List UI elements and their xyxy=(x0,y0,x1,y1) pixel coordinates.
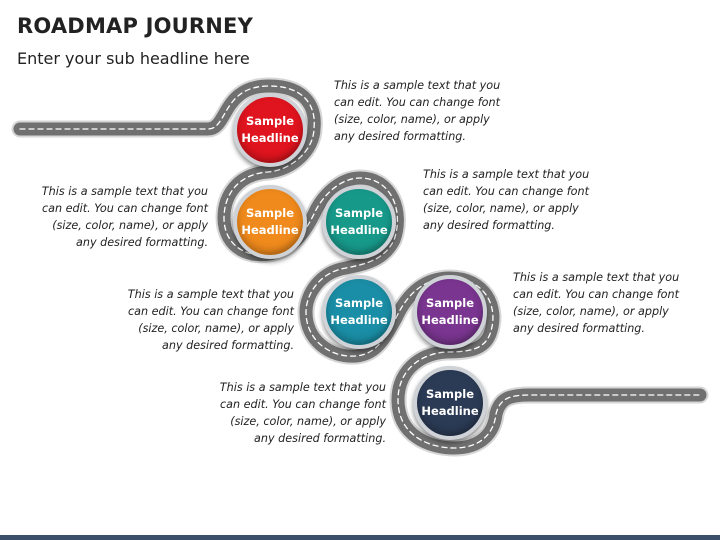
footer-bar xyxy=(0,535,720,540)
milestone-node-3: Sample Headline xyxy=(322,185,396,259)
milestone-label-1: Sample Headline xyxy=(241,114,299,145)
milestone-label-5: Sample Headline xyxy=(421,296,479,327)
milestone-label-4: Sample Headline xyxy=(330,296,388,327)
milestone-text-1: This is a sample text that you can edit.… xyxy=(334,79,501,143)
milestone-text-2: This is a sample text that you can edit.… xyxy=(41,185,208,249)
milestone-node-5: Sample Headline xyxy=(413,275,487,349)
page-title: ROADMAP JOURNEY xyxy=(17,14,254,38)
milestone-label-2: Sample Headline xyxy=(241,206,299,237)
page-subtitle: Enter your sub headline here xyxy=(17,49,250,68)
milestone-text-3: This is a sample text that you can edit.… xyxy=(423,168,590,232)
milestone-node-4: Sample Headline xyxy=(322,275,396,349)
milestone-text-5: This is a sample text that you can edit.… xyxy=(513,271,680,335)
milestone-node-2: Sample Headline xyxy=(233,185,307,259)
milestone-text-6: This is a sample text that you can edit.… xyxy=(219,381,386,445)
milestone-text-4: This is a sample text that you can edit.… xyxy=(127,288,294,352)
milestone-label-3: Sample Headline xyxy=(330,206,388,237)
milestone-label-6: Sample Headline xyxy=(421,387,479,418)
milestone-node-1: Sample Headline xyxy=(233,93,307,167)
milestone-node-6: Sample Headline xyxy=(413,366,487,440)
